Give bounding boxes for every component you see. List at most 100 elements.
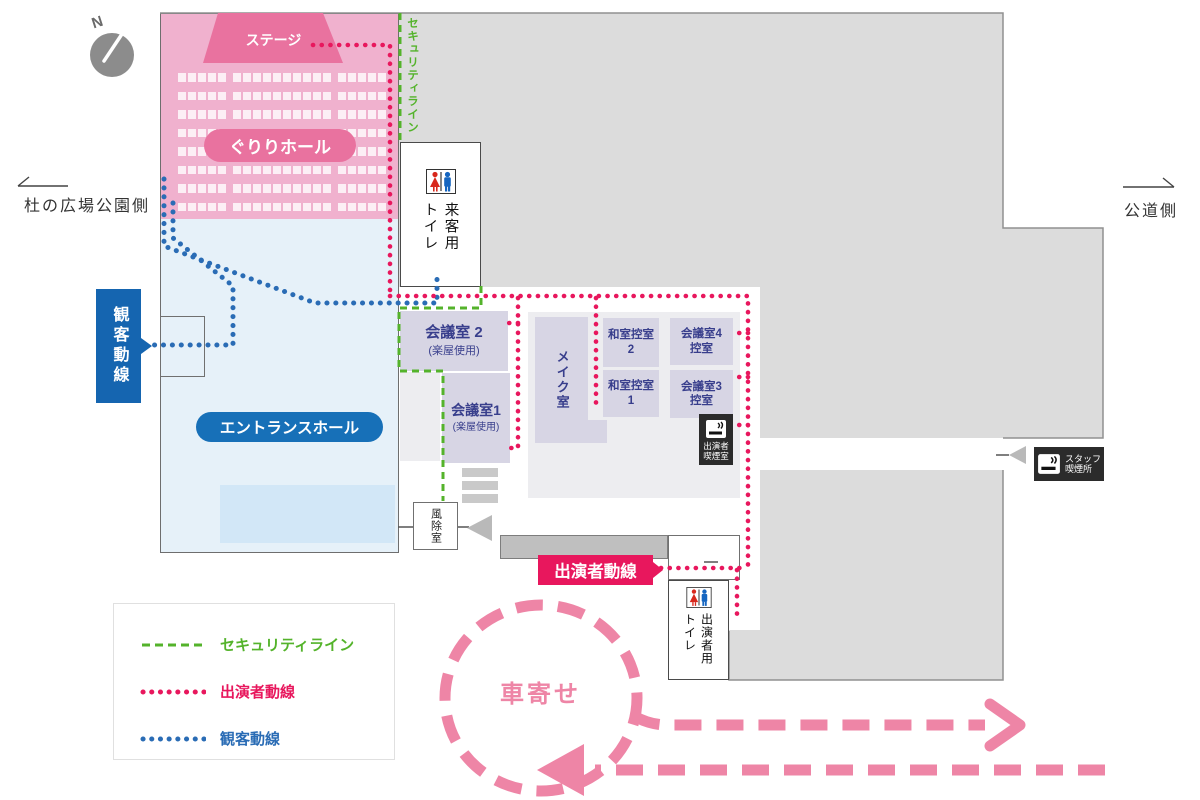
room-meeting3-line2: 控室: [690, 395, 713, 407]
right-direction-arrow-icon: [1123, 177, 1175, 188]
car-route-exit-line: [631, 711, 985, 731]
seat: [233, 110, 241, 119]
seat: [378, 73, 386, 82]
legend-item-security: セキュリティライン: [140, 634, 394, 655]
seat: [243, 202, 251, 211]
room-meeting4-line2: 控室: [690, 342, 713, 355]
toilet-icon: [425, 169, 456, 194]
building-mass-right-bump: [1003, 228, 1103, 438]
seat: [233, 91, 241, 100]
seat: [358, 184, 366, 193]
seat: [368, 128, 376, 137]
room-meeting2-note: (楽屋使用): [428, 344, 480, 357]
hall-name-label: ぐりりホール: [229, 138, 331, 157]
audience-flow-pointer: [141, 338, 152, 354]
performer-smoking-line2: 喫煙室: [703, 450, 729, 461]
seat: [273, 184, 281, 193]
smoking-icon: [706, 419, 726, 438]
seat: [348, 110, 356, 119]
audience-flow-label-text: 観客動線: [110, 306, 128, 386]
seat: [178, 165, 186, 174]
seat: [208, 73, 216, 82]
seat: [198, 147, 206, 156]
seat: [283, 110, 291, 119]
room-washitsu2-line1: 和室控室: [608, 329, 654, 342]
stage-label: ステージ: [245, 32, 302, 48]
room-meeting3: 会議室3 控室: [670, 370, 733, 418]
seat: [338, 73, 346, 82]
seat: [188, 110, 196, 119]
seat: [283, 165, 291, 174]
seat: [323, 184, 331, 193]
room-makeup: メイク室: [535, 317, 588, 443]
seat: [188, 202, 196, 211]
seat: [233, 184, 241, 193]
seat: [253, 202, 261, 211]
seat: [313, 202, 321, 211]
seat: [368, 73, 376, 82]
room-meeting2-title: 会議室 2: [425, 323, 483, 341]
room-makeup-label: メイク室: [554, 350, 570, 410]
seat: [378, 147, 386, 156]
seat: [348, 73, 356, 82]
seat: [178, 147, 186, 156]
visitor-toilet-line2: トイレ: [421, 202, 438, 252]
seat: [198, 202, 206, 211]
legend-item-performer: 出演者動線: [140, 681, 394, 702]
performer-smoking-line1: 出演者: [703, 440, 729, 451]
seat: [358, 128, 366, 137]
seat: [208, 165, 216, 174]
legend-dotted-line-icon: [140, 689, 206, 694]
room-washitsu1-line2: 1: [627, 394, 635, 407]
seat: [358, 202, 366, 211]
seat: [273, 202, 281, 211]
seat: [338, 110, 346, 119]
room-washitsu2: 和室控室 2: [603, 318, 659, 367]
seat: [208, 110, 216, 119]
seat: [323, 91, 331, 100]
seat: [243, 184, 251, 193]
seat: [243, 165, 251, 174]
seat: [368, 110, 376, 119]
windbreak-room: 風除室: [413, 502, 458, 550]
seat: [348, 202, 356, 211]
car-route-enter-arrow-icon: [537, 744, 584, 796]
seat: [338, 91, 346, 100]
building-mass-lower-right: [760, 470, 1003, 680]
seat: [338, 165, 346, 174]
seat: [218, 202, 226, 211]
toilet-icon: [685, 587, 712, 608]
seat: [263, 184, 271, 193]
legend-performer-label: 出演者動線: [220, 684, 296, 701]
vestibule-room: [668, 535, 740, 580]
seat: [348, 184, 356, 193]
seat: [303, 184, 311, 193]
room-washitsu1: 和室控室 1: [603, 370, 659, 417]
seat: [188, 91, 196, 100]
seat: [378, 128, 386, 137]
entrance-hall-label: エントランスホール: [219, 420, 360, 437]
seat: [263, 202, 271, 211]
legend-box: セキュリティライン 出演者動線 観客動線: [113, 603, 395, 760]
visitor-toilet: 来客用 トイレ: [400, 142, 481, 287]
seat: [283, 202, 291, 211]
room-meeting4: 会議室4 控室: [670, 318, 733, 365]
seat: [313, 73, 321, 82]
seat: [253, 91, 261, 100]
seat: [348, 91, 356, 100]
seat: [208, 184, 216, 193]
seat: [208, 202, 216, 211]
seat: [368, 91, 376, 100]
road-side-label: 公道側: [1124, 203, 1179, 220]
seat: [253, 73, 261, 82]
seat: [293, 184, 301, 193]
park-side-label: 杜の広場公園側: [24, 198, 151, 215]
seat: [313, 91, 321, 100]
seat: [303, 202, 311, 211]
hall-name-pill: ぐりりホール: [204, 129, 356, 162]
stair-step: [462, 468, 498, 477]
seat: [188, 184, 196, 193]
seat: [253, 165, 261, 174]
room-washitsu1-line1: 和室控室: [608, 380, 654, 393]
seat: [178, 184, 186, 193]
